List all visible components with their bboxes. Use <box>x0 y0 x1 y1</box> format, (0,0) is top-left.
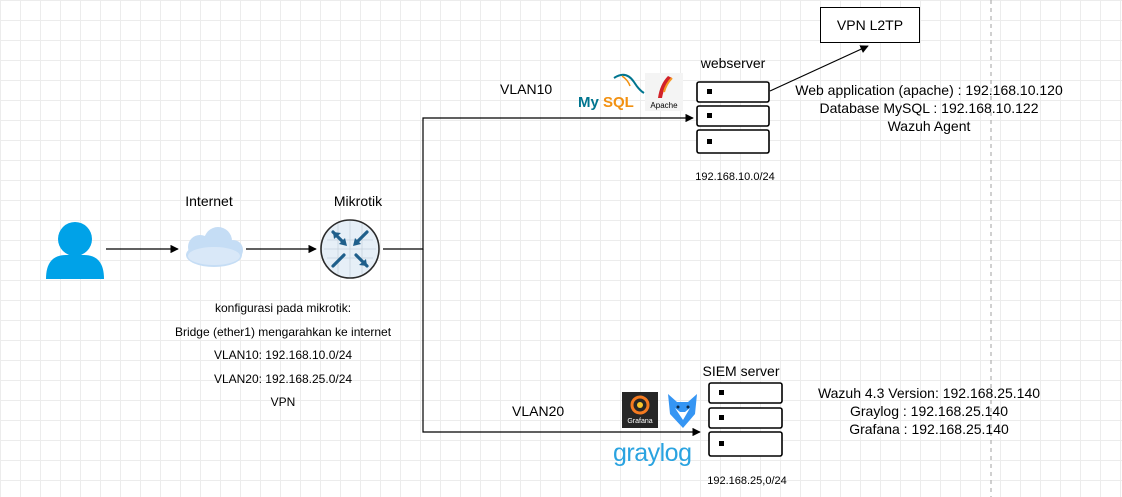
siem-subnet-label: 192.168.25,0/24 <box>707 475 787 487</box>
webserver-info-text: Web application (apache) : 192.168.10.12… <box>795 81 1063 135</box>
vlan10-label: VLAN10 <box>500 81 553 97</box>
siem-server-icon <box>708 382 783 457</box>
connector-webserver-vpn <box>769 45 869 92</box>
svg-text:SQL: SQL <box>603 94 634 111</box>
svg-text:Apache: Apache <box>650 101 678 110</box>
mikrotik-config-line: Bridge (ether1) mengarahkan ke internet <box>174 324 392 339</box>
user-icon <box>46 222 104 279</box>
apache-logo: Apache <box>645 73 683 111</box>
mikrotik-config-line: konfigurasi pada mikrotik: <box>214 301 352 315</box>
connector-mikrotik-webserver <box>383 113 694 250</box>
svg-text:My: My <box>578 94 599 111</box>
webserver-info-line: Wazuh Agent <box>887 118 971 134</box>
mysql-logo: My SQL <box>578 73 645 111</box>
mikrotik-config-line: VLAN10: 192.168.10.0/24 <box>213 348 353 362</box>
webserver-subnet-label: 192.168.10.0/24 <box>695 171 775 183</box>
siem-info-line: Wazuh 4.3 Version: 192.168.25.140 <box>817 385 1041 401</box>
connector-mikrotik-siem <box>422 249 701 437</box>
vlan20-label: VLAN20 <box>512 403 565 419</box>
mikrotik-router-icon <box>320 219 380 279</box>
vpn-l2tp-box: VPN L2TP <box>820 7 920 43</box>
graylog-logo-text: graylog <box>613 439 692 467</box>
mikrotik-config-line: VLAN20: 192.168.25.0/24 <box>213 371 353 386</box>
wazuh-logo <box>668 394 697 428</box>
vpn-l2tp-label: VPN L2TP <box>836 17 904 33</box>
mikrotik-label: Mikrotik <box>333 193 383 209</box>
internet-cloud-icon <box>186 227 243 267</box>
internet-label: Internet <box>185 193 233 209</box>
webserver-info-line: Web application (apache) : 192.168.10.12… <box>795 82 1063 98</box>
webserver-icon <box>696 81 770 154</box>
mikrotik-config-text: konfigurasi pada mikrotik: Bridge (ether… <box>175 297 391 415</box>
siem-info-line: Grafana : 192.168.25.140 <box>849 421 1009 437</box>
grafana-logo: Grafana <box>622 392 658 428</box>
siem-info-line: Graylog : 192.168.25.140 <box>849 403 1008 419</box>
webserver-label: webserver <box>700 55 766 71</box>
siem-info-text: Wazuh 4.3 Version: 192.168.25.140 Graylo… <box>818 384 1040 438</box>
siem-server-label: SIEM server <box>702 363 780 379</box>
svg-text:Grafana: Grafana <box>627 418 652 425</box>
webserver-info-line: Database MySQL : 192.168.10.122 <box>819 100 1039 116</box>
mikrotik-config-line: VPN <box>270 395 296 409</box>
